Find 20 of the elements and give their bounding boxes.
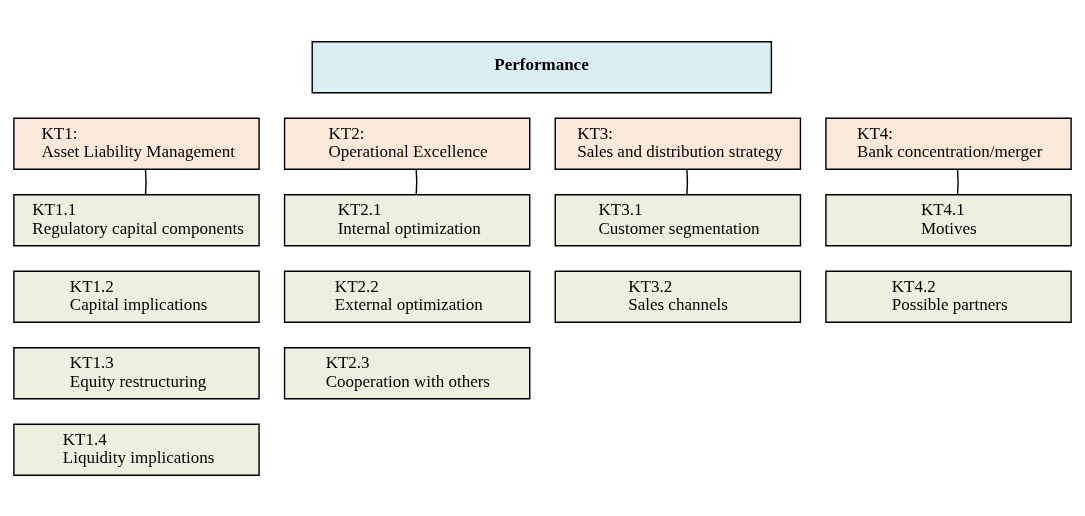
node-box: KT1.3 Equity restructuring bbox=[13, 346, 260, 399]
connector bbox=[415, 168, 418, 195]
node-box: KT2.1 Internal optimization bbox=[283, 193, 531, 246]
node-box: KT4.1 Motives bbox=[825, 193, 1072, 246]
node-box: KT2.2 External optimization bbox=[283, 270, 531, 323]
connector bbox=[144, 168, 147, 195]
node-box: KT1.2 Capital implications bbox=[13, 270, 260, 323]
connector bbox=[686, 168, 689, 195]
node-box: KT3.1 Customer segmentation bbox=[554, 193, 802, 246]
node-box: KT2.3 Cooperation with others bbox=[283, 346, 531, 399]
node-box: KT4.2 Possible partners bbox=[825, 270, 1072, 323]
node-box: Performance bbox=[311, 40, 773, 93]
node-box: KT1.1 Regulatory capital components bbox=[13, 193, 260, 246]
connector bbox=[956, 168, 959, 195]
node-box: KT4: Bank concentration/merger bbox=[825, 117, 1072, 170]
node-box: KT1: Asset Liability Management bbox=[13, 117, 260, 170]
node-box: KT1.4 Liquidity implications bbox=[13, 423, 260, 476]
node-box: KT3.2 Sales channels bbox=[554, 270, 802, 323]
node-box: KT2: Operational Excellence bbox=[283, 117, 531, 170]
node-box: KT3: Sales and distribution strategy bbox=[554, 117, 802, 170]
